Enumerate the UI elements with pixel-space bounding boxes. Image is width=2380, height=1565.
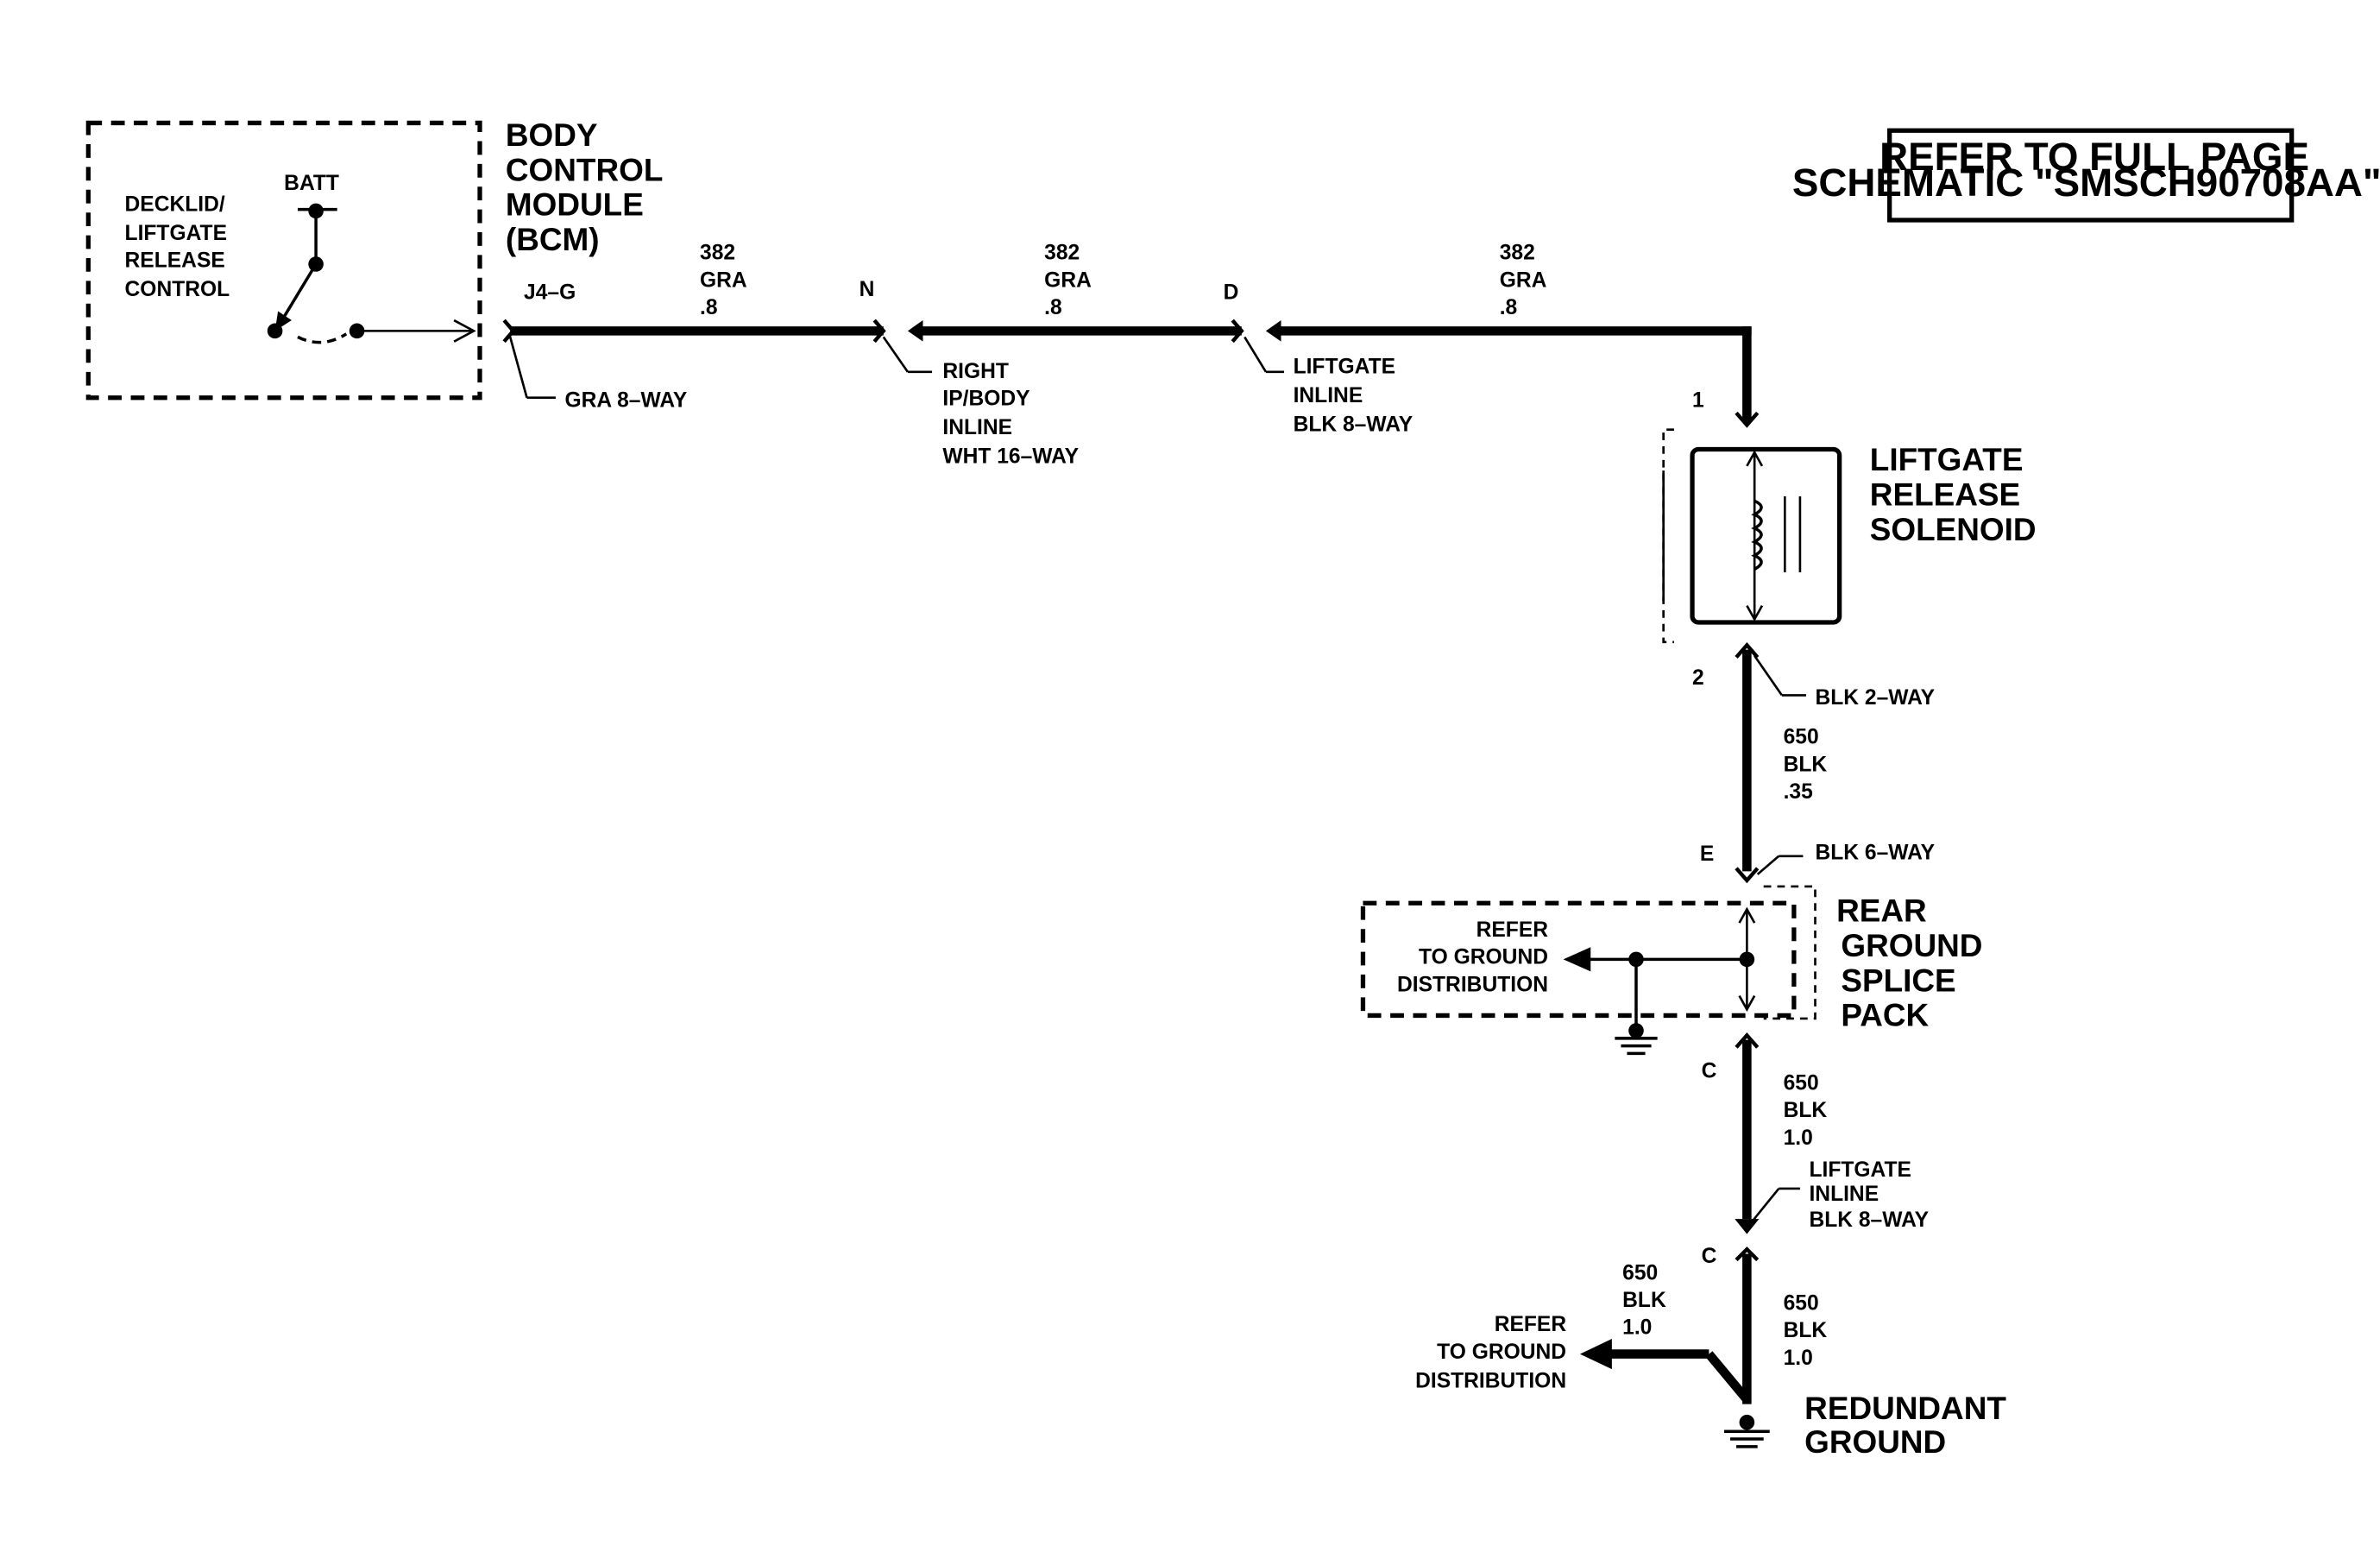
splice-refer-line-2: TO GROUND xyxy=(1419,946,1548,969)
connector-right-ip-body: N RIGHT IP/BODY INLINE WHT 16–WAY xyxy=(859,278,1080,468)
splice-pin-e: E xyxy=(1700,842,1714,866)
wire-650a-circuit: 650 xyxy=(1784,726,1819,749)
wire-382-seg1-color: GRA xyxy=(700,268,747,292)
wire-650b-color: BLK xyxy=(1784,1099,1828,1122)
wire-382-seg2-color: GRA xyxy=(1044,268,1092,292)
wire-382-seg1-circuit: 382 xyxy=(700,242,735,265)
solenoid-title-1: LIFTGATE xyxy=(1870,442,2024,477)
connector-n-pin: N xyxy=(859,278,875,301)
solenoid-body xyxy=(1690,446,1842,625)
wire-382-seg1-gauge: .8 xyxy=(700,296,718,319)
wire-382-seg3-color: GRA xyxy=(1500,268,1547,292)
liftgate-lower-label-1: LIFTGATE xyxy=(1809,1158,1911,1182)
splice-refer-line-1: REFER xyxy=(1476,918,1549,942)
control-label-line-4: CONTROL xyxy=(125,278,230,301)
wire-382-seg3-gauge: .8 xyxy=(1500,296,1518,319)
splice-ground-icon xyxy=(1615,1023,1658,1056)
bcm-title-line-3: MODULE xyxy=(506,187,644,223)
redundant-refer-arrow-icon xyxy=(1579,1338,1612,1370)
ground-icon xyxy=(1723,1414,1770,1448)
wire-650b-gauge: 1.0 xyxy=(1784,1126,1813,1150)
wire-650d-color: BLK xyxy=(1784,1319,1828,1342)
bcm-pin-label: J4–G xyxy=(524,281,576,304)
redundant-ground: 650 BLK 1.0 650 BLK 1.0 REFER TO GROUND … xyxy=(1415,1253,2006,1460)
wire-650c-circuit: 650 xyxy=(1622,1261,1658,1284)
splice-title-3: SPLICE xyxy=(1841,962,1955,998)
liftgate-lower-label-2: INLINE xyxy=(1809,1183,1879,1206)
solenoid-title-3: SOLENOID xyxy=(1870,512,2037,547)
wire-650a-gauge: .35 xyxy=(1784,780,1813,804)
bcm-title-line-4: (BCM) xyxy=(506,222,600,257)
wire-650d-gauge: 1.0 xyxy=(1784,1347,1813,1370)
liftgate-lower-pin: C xyxy=(1702,1245,1717,1268)
wire-382-circuit: 382 GRA .8 382 GRA .8 382 GRA .8 xyxy=(510,242,1752,422)
splice-refer-arrow-icon xyxy=(1563,947,1591,972)
control-label-line-1: DECKLID/ xyxy=(125,192,225,216)
redundant-refer-line-1: REFER xyxy=(1495,1313,1567,1336)
redundant-refer-line-2: TO GROUND xyxy=(1437,1341,1566,1364)
wire-650a-color: BLK xyxy=(1784,753,1828,776)
liftgate-upper-label-2: INLINE xyxy=(1294,384,1363,407)
splice-title-4: PACK xyxy=(1841,998,1929,1033)
rear-ground-splice-pack: E BLK 6–WAY REFER TO GROUND DISTRIBUTION… xyxy=(1360,841,1982,1083)
liftgate-upper-label-1: LIFTGATE xyxy=(1294,356,1395,379)
splice-refer-line-3: DISTRIBUTION xyxy=(1397,973,1548,996)
liftgate-release-solenoid: 1 LIFTGATE RELEASE SOLENOID 2 BLK 2–WAY xyxy=(1662,388,2037,710)
splice-title-2: GROUND xyxy=(1841,928,1982,963)
wire-650c-gauge: 1.0 xyxy=(1622,1316,1652,1340)
wire-650b-circuit: 650 xyxy=(1784,1072,1819,1095)
redundant-ground-title-1: REDUNDANT xyxy=(1804,1391,2006,1426)
coil-icon xyxy=(1751,499,1763,571)
bcm-connector-label: GRA 8–WAY xyxy=(565,388,688,412)
splice-title-1: REAR xyxy=(1836,893,1927,928)
release-switch-icon: BATT xyxy=(267,172,476,344)
wire-382-seg2-circuit: 382 xyxy=(1044,242,1080,265)
liftgate-lower-label-3: BLK 8–WAY xyxy=(1809,1208,1929,1232)
reference-box: REFER TO FULL PAGE SCHEMATIC "SMSCH90708… xyxy=(1792,128,2380,223)
right-ip-body-label-2: IP/BODY xyxy=(942,388,1030,411)
right-ip-body-label-3: INLINE xyxy=(942,416,1012,439)
redundant-ground-title-2: GROUND xyxy=(1804,1424,1946,1460)
connector-liftgate-inline-upper: D LIFTGATE INLINE BLK 8–WAY xyxy=(1224,281,1414,436)
wire-382-seg3-circuit: 382 xyxy=(1500,242,1535,265)
bcm-title-line-2: CONTROL xyxy=(506,152,663,187)
reference-line-1: REFER TO FULL PAGE xyxy=(1879,135,2309,179)
right-ip-body-label-4: WHT 16–WAY xyxy=(942,445,1079,468)
liftgate-upper-label-3: BLK 8–WAY xyxy=(1294,413,1414,436)
wire-382-seg2-gauge: .8 xyxy=(1044,296,1062,319)
control-label-line-3: RELEASE xyxy=(125,249,225,272)
solenoid-connector-label: BLK 2–WAY xyxy=(1815,686,1935,710)
splice-pin-c: C xyxy=(1702,1060,1717,1083)
wire-650-a: 650 BLK .35 xyxy=(1742,649,1828,872)
right-ip-body-label-1: RIGHT xyxy=(942,360,1009,383)
bcm-title-line-1: BODY xyxy=(506,117,598,153)
batt-label: BATT xyxy=(284,172,339,195)
solenoid-pin-2: 2 xyxy=(1692,666,1704,690)
splice-pack-boundary xyxy=(1360,900,1797,1019)
redundant-refer-line-3: DISTRIBUTION xyxy=(1415,1369,1566,1392)
wire-650d-circuit: 650 xyxy=(1784,1292,1819,1316)
solenoid-pin-1: 1 xyxy=(1692,388,1704,412)
connector-d-pin: D xyxy=(1224,281,1239,304)
wire-650-b: 650 BLK 1.0 xyxy=(1742,1039,1828,1220)
reference-line-2: SCHEMATIC "SMSCH90708AA" xyxy=(1792,161,2380,205)
connector-liftgate-inline-lower: LIFTGATE INLINE BLK 8–WAY C xyxy=(1702,1158,1930,1268)
bcm-module: BODY CONTROL MODULE (BCM) DECKLID/ LIFTG… xyxy=(85,117,688,412)
splice-connector-label: BLK 6–WAY xyxy=(1815,841,1935,864)
bcm-boundary xyxy=(85,120,482,401)
solenoid-title-2: RELEASE xyxy=(1870,477,2020,513)
wire-650c-color: BLK xyxy=(1622,1289,1666,1312)
control-label-line-2: LIFTGATE xyxy=(125,222,227,245)
